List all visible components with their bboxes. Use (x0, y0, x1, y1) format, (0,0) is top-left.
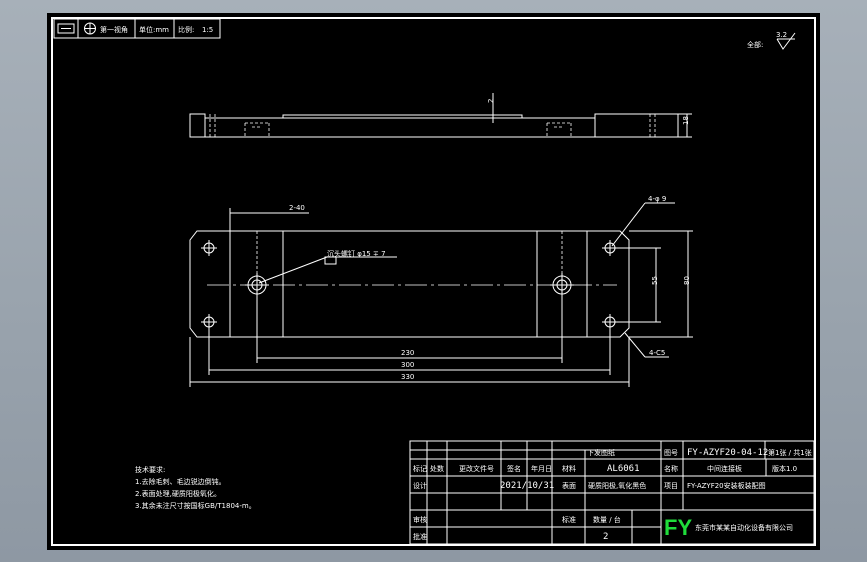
hole-bottom-left (201, 314, 217, 330)
hole-bottom-right (602, 314, 618, 330)
tb-qty-label: 数量 / 台 (593, 515, 621, 524)
dim-chamfer-4-c5: 4-C5 (649, 349, 665, 357)
tb-change-label: 更改文件号 (459, 464, 494, 473)
hole-top-right (602, 240, 618, 256)
tb-qty-value: 2 (603, 532, 608, 542)
company-logo-text: FY (664, 515, 692, 540)
tb-drawing-number: FY-AZYF20-04-12 (687, 448, 768, 458)
tb-company-name: 东莞市某某自动化设备有限公司 (695, 523, 793, 532)
tech-req-item-1: 1.去除毛刺、毛边锐边倒钝。 (135, 477, 226, 486)
tb-mark-label: 标记 (413, 464, 427, 473)
dim-counterbore: 沉头螺钉 φ15 ∓ 7 (327, 249, 386, 258)
tech-req-title: 技术要求: (135, 465, 165, 474)
header-scale-value: 1:5 (202, 26, 213, 34)
tb-drawing-number-label: 图号 (664, 449, 678, 457)
tb-part-label: 名称 (664, 464, 678, 473)
header-strip: 第一视角 单位:mm 比例: 1:5 (53, 18, 221, 39)
tb-design-stage: 下发图纸 (587, 448, 615, 457)
tb-surface-value: 硬质阳极,氧化黑色 (588, 481, 646, 490)
tech-req-item-2: 2.表面处理,硬质阳极氧化。 (135, 489, 221, 498)
dim-width-300: 300 (401, 361, 414, 369)
counterbore-left (245, 273, 269, 297)
tb-review-label: 审核 (413, 515, 427, 524)
tech-req-item-3: 3.其余未注尺寸按国标GB/T1804-m。 (135, 501, 256, 510)
title-block: 下发图纸 图号 FY-AZYF20-04-12 第1张 / 共1张 标记 处数 … (409, 440, 815, 545)
front-view: 2-40 沉头螺钉 φ15 ∓ 7 4-φ 9 55 80 4-C5 230 3 (189, 195, 693, 387)
roughness-check-icon (776, 32, 796, 50)
tb-material-label: 材料 (562, 464, 576, 473)
header-view-label: 第一视角 (100, 25, 128, 34)
top-view: 2 18 (189, 93, 692, 138)
tb-count-label: 处数 (430, 464, 444, 473)
hole-top-left (201, 240, 217, 256)
dim-height-80: 80 (683, 276, 691, 285)
dim-width-230: 230 (401, 349, 414, 357)
tb-material-value: AL6061 (607, 464, 640, 474)
header-scale-label: 比例: (178, 25, 194, 34)
header-unit-label: 单位:mm (139, 25, 169, 34)
tb-part-name: 中间连接板 (707, 464, 742, 473)
tb-designer-label: 设计 (413, 481, 427, 490)
surface-roughness: 全部: 3.2 (747, 31, 796, 50)
tb-date-label: 年月日 (531, 464, 552, 473)
dim-depth-2: 2 (487, 99, 495, 103)
tb-date-value: 2021/10/31 (500, 481, 554, 491)
dim-holes-2-40: 2-40 (289, 204, 305, 212)
dim-width-330: 330 (401, 373, 414, 381)
drawing-sheet-border (51, 17, 816, 546)
tb-sheet-info: 第1张 / 共1张 (768, 448, 812, 457)
technical-requirements: 技术要求: 1.去除毛刺、毛边锐边倒钝。 2.表面处理,硬质阳极氧化。 3.其余… (135, 465, 256, 510)
cad-drawing[interactable]: 第一视角 单位:mm 比例: 1:5 全部: 3.2 2 (47, 13, 820, 550)
roughness-value: 3.2 (776, 31, 787, 39)
tb-standard-label: 标准 (562, 515, 576, 524)
tb-sign-label: 签名 (507, 464, 521, 473)
dim-height-55: 55 (651, 276, 659, 285)
cad-viewport[interactable]: 第一视角 单位:mm 比例: 1:5 全部: 3.2 2 (47, 13, 820, 550)
tb-surface-label: 表面 (562, 481, 576, 490)
dim-holes-4-phi9: 4-φ 9 (648, 195, 666, 203)
counterbore-right (550, 273, 574, 297)
projection-symbol-icon (57, 23, 75, 34)
roughness-label: 全部: (747, 40, 763, 49)
tb-project-label: 项目 (664, 482, 678, 490)
first-angle-icon (84, 22, 96, 35)
dim-thickness-18: 18 (682, 116, 690, 125)
tb-project-value: FY-AZYF20安装板装配图 (687, 481, 766, 490)
tb-approve-label: 批准 (413, 532, 427, 541)
tb-version: 版本1.0 (772, 464, 797, 473)
